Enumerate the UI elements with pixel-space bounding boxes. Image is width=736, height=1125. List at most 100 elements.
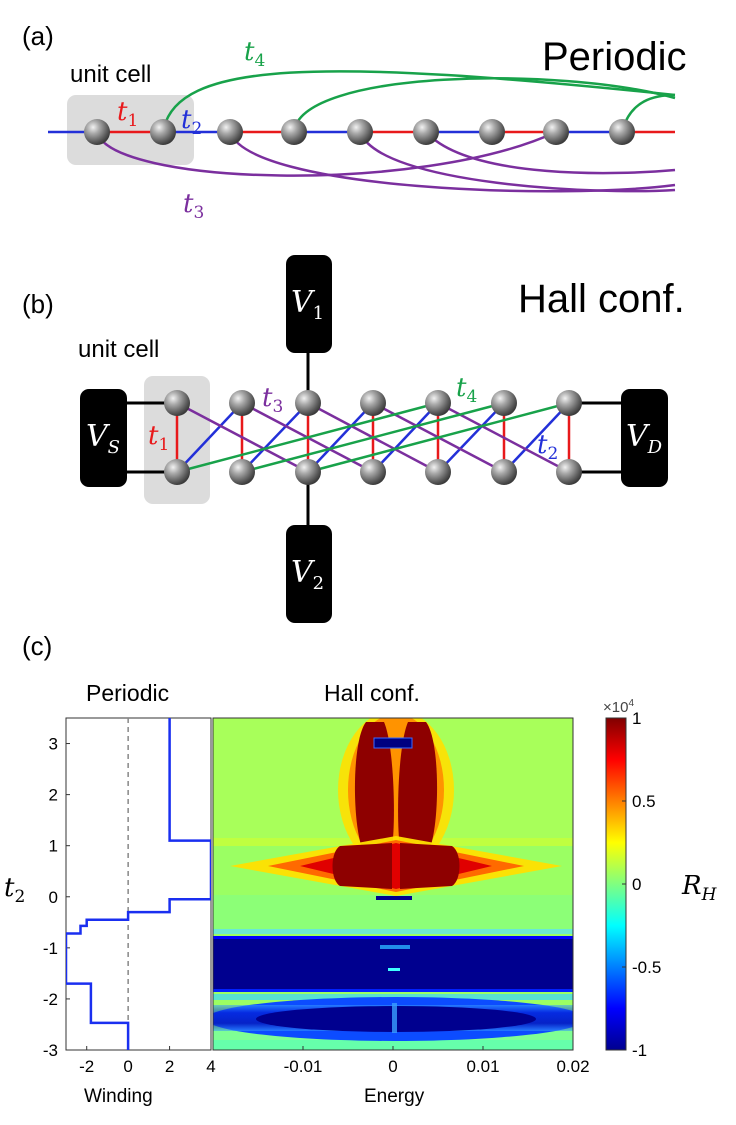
site [84, 119, 110, 145]
panel-a-label: (a) [22, 21, 54, 51]
y-tick-label: 0 [49, 888, 58, 907]
band-feature [388, 968, 400, 971]
colorbar-tick-label: 0.5 [632, 792, 656, 811]
x-tick-label: 0 [123, 1057, 132, 1076]
y-axis-label: t2 [4, 873, 25, 907]
winding-series-line [66, 718, 211, 1050]
hopping-t4-arc [292, 77, 676, 133]
site [150, 119, 176, 145]
x-tick-label: 2 [165, 1057, 174, 1076]
site [425, 459, 451, 485]
colorbar-tick-label: 1 [632, 709, 641, 728]
hopping-t3-arc [358, 131, 676, 193]
label-t2-b: t2 [537, 430, 558, 464]
unit-cell-label-a: unit cell [70, 61, 151, 88]
heatmap-x-ticks: -0.01 0 0.01 0.02 [284, 1046, 590, 1076]
colorbar: -1-0.500.51 ×104 RH [603, 698, 718, 1060]
y-tick-label: 2 [49, 786, 58, 805]
site [164, 459, 190, 485]
hopping-t4-arc [161, 70, 676, 133]
t4-bonds [176, 401, 570, 474]
bond-t2 [372, 402, 439, 473]
site [295, 390, 321, 416]
site [556, 390, 582, 416]
label-t4-a: t4 [244, 37, 265, 71]
lead-top-label: V1 [291, 285, 324, 324]
heatmap-stripe [213, 1040, 573, 1050]
hall-heatmap: -0.01 0 0.01 0.02 Energy [212, 717, 590, 1107]
site [491, 390, 517, 416]
site [479, 119, 505, 145]
y-tick-label: -1 [43, 939, 58, 958]
unit-cell-box-a [67, 95, 194, 165]
lobe-top-left [354, 722, 394, 857]
x-tick-label: 0.02 [556, 1057, 589, 1076]
site [281, 119, 307, 145]
site [164, 390, 190, 416]
band-feature [392, 1003, 397, 1033]
site [295, 459, 321, 485]
heatmap-x-axis-label: Energy [364, 1086, 425, 1107]
heatmap-title: Hall conf. [324, 680, 420, 706]
y-tick-label: -2 [43, 990, 58, 1009]
panel-a-title: Periodic [542, 35, 687, 79]
bond-t4 [241, 401, 505, 474]
site [543, 119, 569, 145]
site [229, 459, 255, 485]
heatmap-field [213, 718, 573, 1050]
label-t1-a: t1 [117, 97, 138, 131]
x-tick-label: -0.01 [284, 1057, 323, 1076]
x-tick-label: 0.01 [466, 1057, 499, 1076]
patch-top-edge [373, 737, 413, 749]
band-edge [213, 994, 573, 1000]
panel-b-label: (b) [22, 289, 54, 319]
x-tick-label: 4 [206, 1057, 215, 1076]
t2-bonds [176, 402, 570, 473]
lead-top-box [286, 255, 332, 353]
site [360, 459, 386, 485]
panel-b-title: Hall conf. [518, 277, 685, 321]
site [556, 459, 582, 485]
sites-a [84, 119, 635, 145]
label-t4-b: t4 [456, 373, 477, 407]
panel-b: (b) Hall conf. unit cell [22, 255, 685, 623]
site [229, 390, 255, 416]
bond-t2 [241, 402, 309, 473]
band-edge [213, 936, 573, 939]
bond-t2 [437, 402, 505, 473]
label-t3-a: t3 [183, 189, 204, 223]
site [217, 119, 243, 145]
heatmap-region-mid [213, 895, 573, 930]
bond-t4 [307, 401, 570, 474]
site [413, 119, 439, 145]
label-t1-b: t1 [148, 421, 169, 455]
hopping-t3-arc [95, 130, 557, 177]
colorbar-multiplier: ×104 [603, 698, 634, 716]
unit-cell-label-b: unit cell [78, 336, 159, 363]
site [360, 390, 386, 416]
colorbar-tick-label: 0 [632, 875, 641, 894]
panel-c-label: (c) [22, 631, 52, 661]
colorbar-tick-label: -0.5 [632, 958, 661, 977]
band-edge [213, 929, 573, 934]
lead-bottom-box [286, 525, 332, 623]
y-tick-label: 3 [49, 735, 58, 754]
x-tick-label: 0 [388, 1057, 397, 1076]
winding-plot-frame [65, 717, 212, 1051]
site [491, 459, 517, 485]
site [347, 119, 373, 145]
hopping-t3-arc [425, 131, 676, 175]
lead-source-box [80, 389, 127, 487]
band-edge [213, 989, 573, 992]
bond-t2 [176, 402, 243, 473]
colorbar-ticks: -1-0.500.51 [622, 709, 661, 1060]
lead-drain-label: VD [626, 419, 663, 458]
winding-plot-title: Periodic [86, 680, 169, 706]
lead-drain-box [621, 389, 668, 487]
lead-bottom-label: V2 [291, 555, 324, 594]
hopping-t3-arc [228, 131, 676, 193]
band-feature [380, 945, 410, 949]
